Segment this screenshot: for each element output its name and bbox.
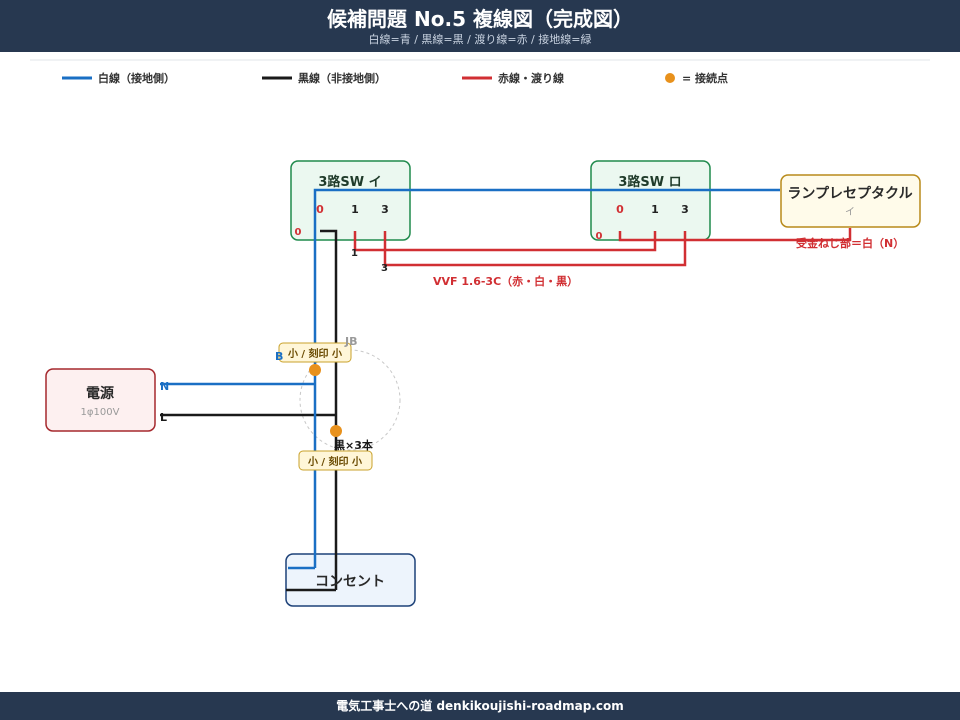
outlet-box [285,553,416,607]
sleeve-top-label: 小 / 刻印 小 [287,347,342,360]
legend-white-wire-label: 白線（接地側） [98,71,175,85]
footer-text: 電気工事士への道 denkikoujishi-roadmap.com [336,699,624,713]
connection-point-black [330,425,342,437]
switch-ro-side-label: 0 [596,231,603,242]
lamp-title: ランプレセプタクル [787,186,912,202]
black-wire-trunk [320,229,338,590]
red-wire-lamp [618,228,852,242]
traveler-label-1: 1 [351,248,358,259]
black-wires [160,229,338,592]
switch-i-terminal-3: 3 [381,203,389,216]
power-n-label: N [160,380,169,393]
legend-red-wire-label: 赤線・渡り線 [498,71,564,85]
b-label: B [275,350,283,363]
switch-ro-title: 3路SW ロ [618,174,681,190]
legend: 白線（接地側） 黒線（非接地側） 赤線・渡り線 = 接続点 [62,71,728,85]
switch-i-terminal-0: 0 [316,203,324,216]
outlet-title: コンセント [315,574,385,590]
power-source-box [45,368,156,432]
switch-i-box [290,160,411,241]
sleeve-top-badge [278,342,352,363]
header-bar: 候補問題 No.5 複線図（完成図） 白線=青 / 黒線=黒 / 渡り線=赤 /… [0,0,960,52]
page-subtitle: 白線=青 / 黒線=黒 / 渡り線=赤 / 接地線=緑 [368,33,592,46]
black-count-label: 黒×3本 [334,438,373,452]
sleeve-bottom-badge [298,450,373,471]
red-wire-traveler-3 [383,231,687,267]
traveler-label-3: 3 [381,263,388,274]
power-sub: 1φ100V [81,407,120,418]
lamp-sub: イ [845,207,855,218]
white-wire-trunk [313,188,780,568]
power-l-label: L [160,411,167,424]
legend-connection-point-icon [665,73,675,83]
cable-note: VVF 1.6-3C（赤・白・黒） [433,274,578,288]
switch-i-terminal-1: 1 [351,203,359,216]
lamp-receptacle-box [780,174,921,228]
legend-black-wire-label: 黒線（非接地側） [298,71,386,85]
switch-i-title: 3路SW イ [318,174,381,190]
switch-ro-terminal-1: 1 [651,203,659,216]
footer-bar: 電気工事士への道 denkikoujishi-roadmap.com [0,692,960,720]
switch-ro-terminal-0: 0 [616,203,624,216]
switch-i-side-label: 0 [295,227,302,238]
connection-point-white [309,364,321,376]
junction-box-label: JB [344,335,357,348]
switch-ro-box [590,160,711,241]
sleeve-bottom-label: 小 / 刻印 小 [307,455,362,468]
power-title: 電源 [86,385,114,402]
red-wires [353,228,852,267]
page-title: 候補問題 No.5 複線図（完成図） [327,7,633,31]
legend-connection-point-label: = 接続点 [682,71,728,85]
white-wires [160,188,780,570]
lamp-note: 受金ねじ部＝白（N） [796,236,904,250]
switch-ro-terminal-3: 3 [681,203,689,216]
